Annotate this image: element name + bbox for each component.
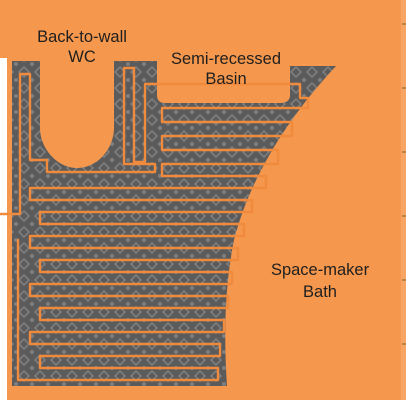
basin-label-line2: Basin: [205, 70, 246, 88]
right-wall-ticks: [402, 23, 406, 345]
heating-cable: [0, 66, 310, 382]
right-wall-edge: [401, 0, 406, 400]
bath-label-line2: Bath: [303, 283, 337, 301]
wc-label-line1: Back-to-wall: [37, 28, 127, 46]
left-wall-edge: [0, 58, 7, 400]
wc-label-line2: WC: [68, 48, 96, 66]
bath-label-line1: Space-maker: [271, 261, 370, 279]
basin-label-line1: Semi-recessed: [171, 50, 281, 68]
